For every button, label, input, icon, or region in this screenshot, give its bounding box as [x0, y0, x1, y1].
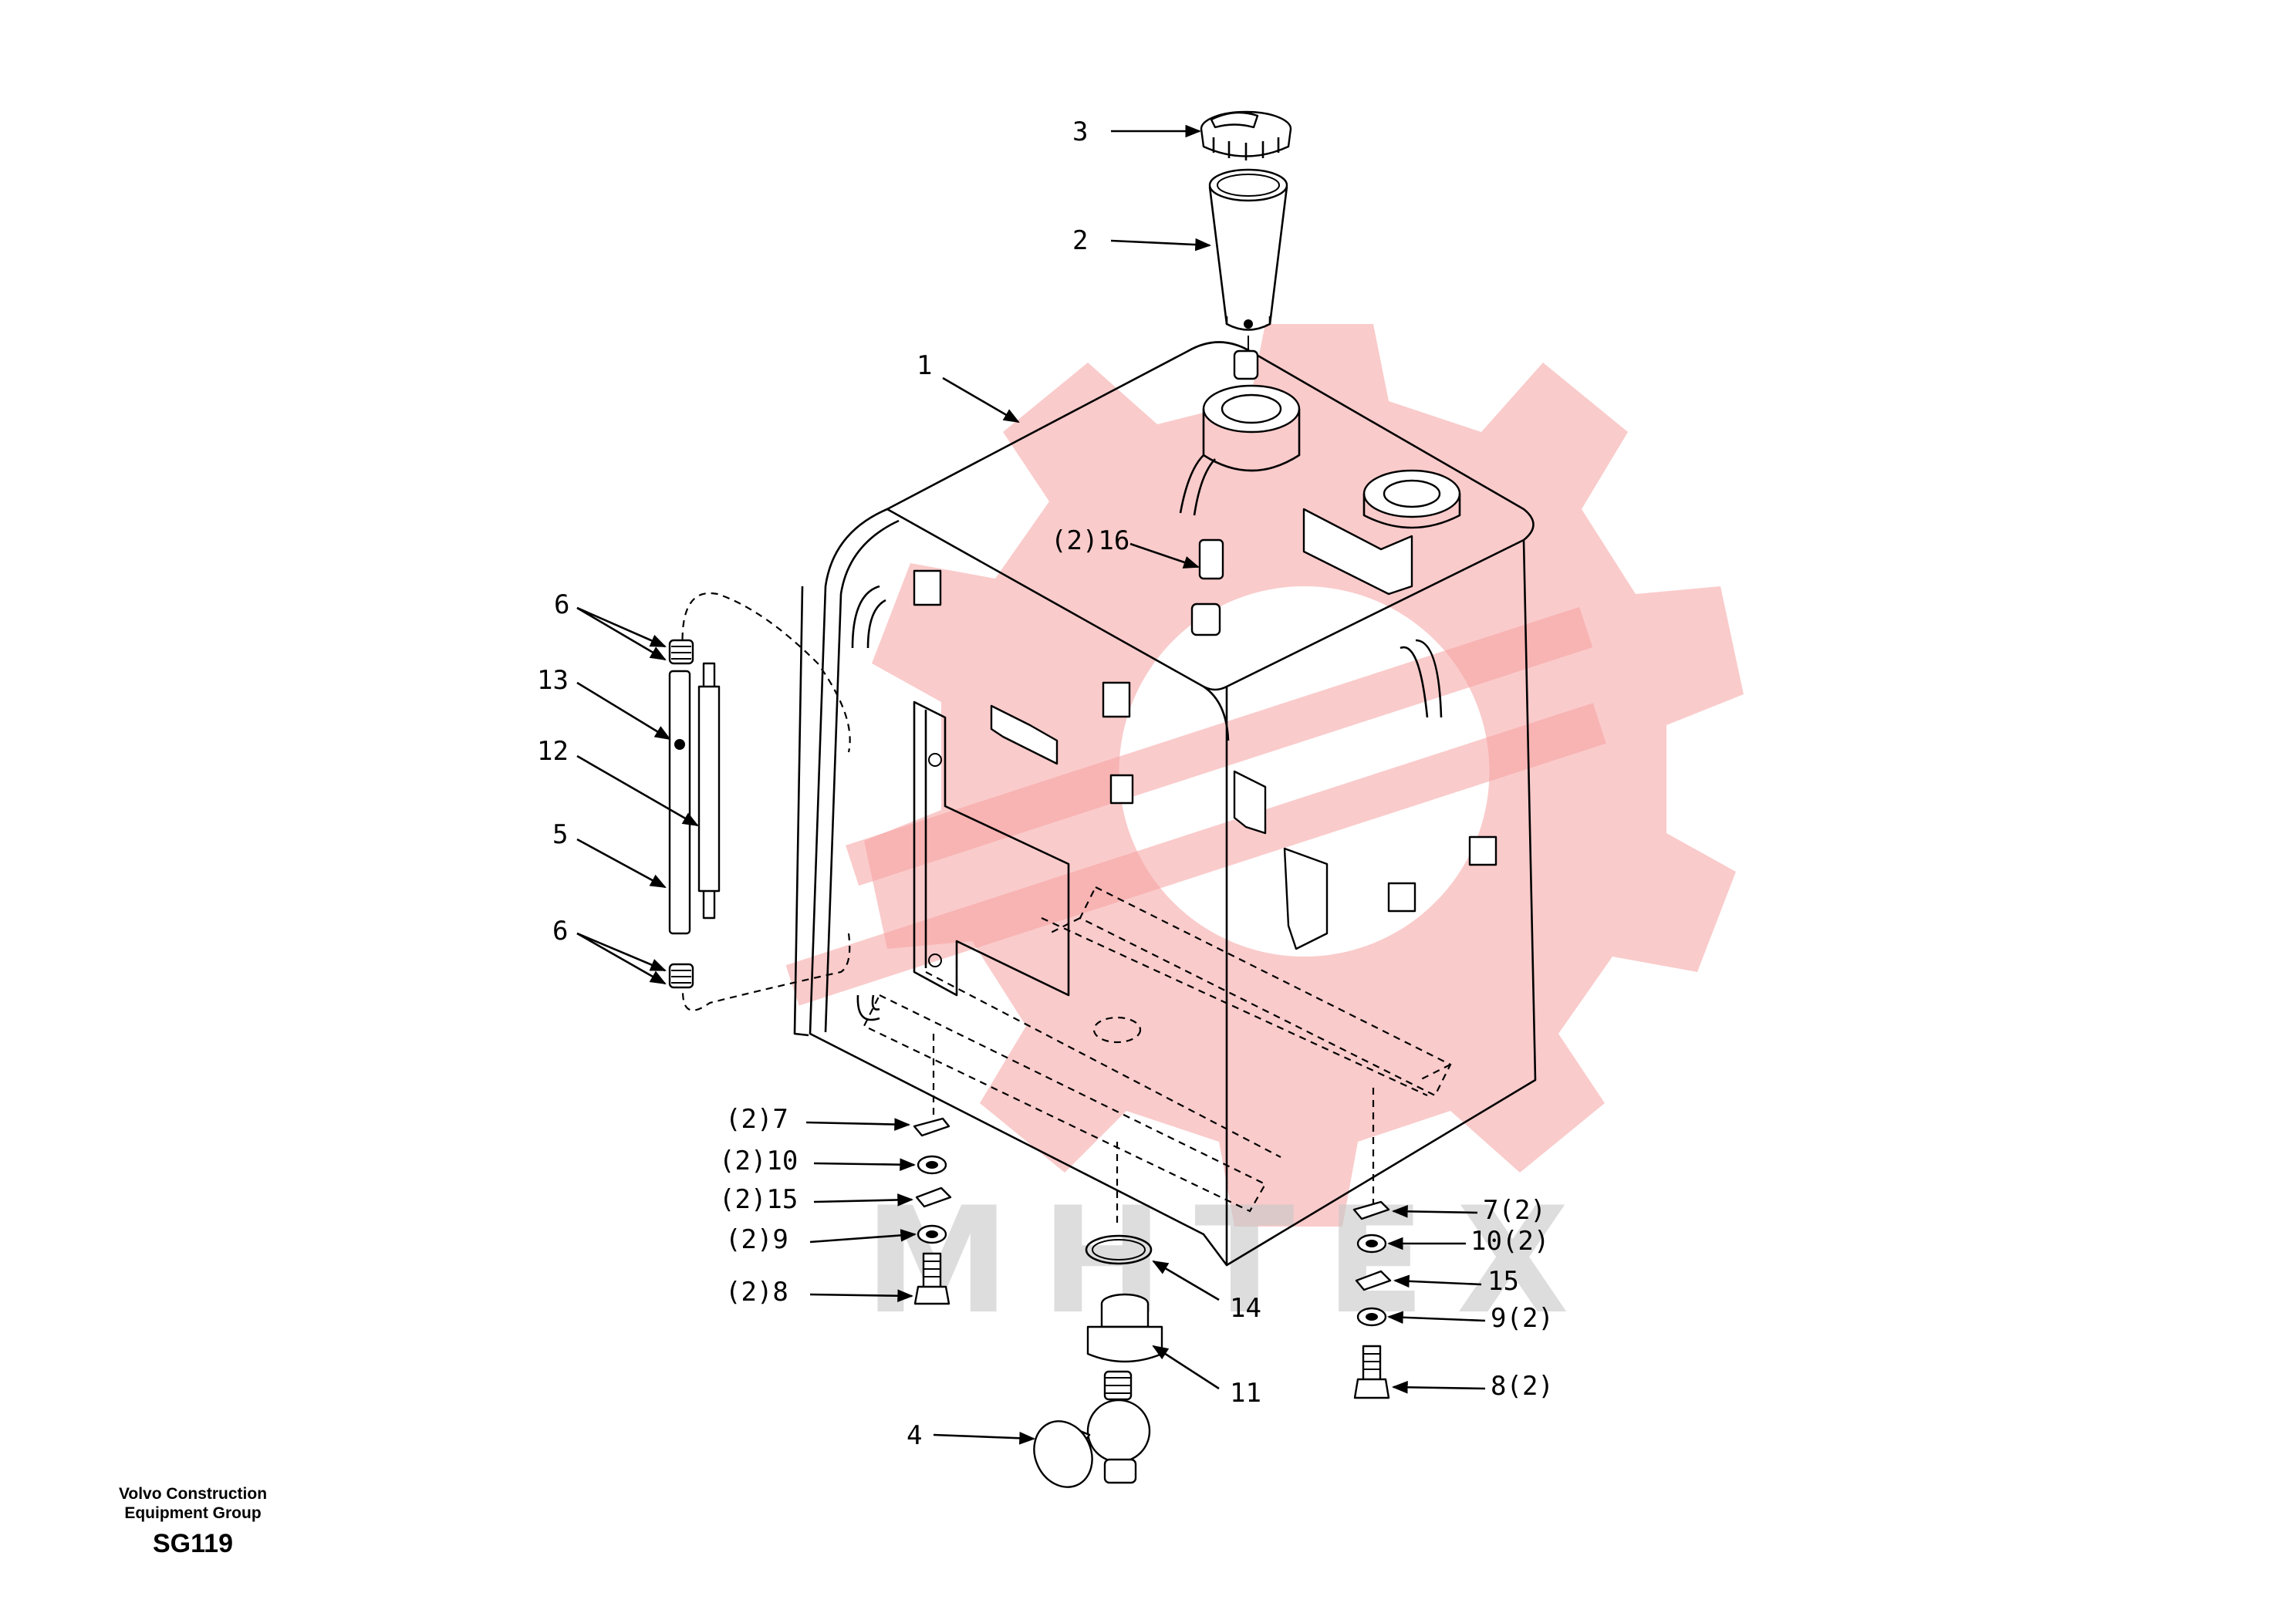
right-fasteners — [1352, 1200, 1392, 1399]
company-line-2: Equipment Group — [124, 1504, 261, 1522]
callout-labels: 3 2 1 (2)16 6 13 12 5 6 (2)7 (2)10 (2)15… — [537, 116, 1554, 1451]
callout-8-right: 8(2) — [1491, 1371, 1554, 1402]
callout-10-left: (2)10 — [719, 1146, 798, 1176]
watermark-text: MHTEX — [864, 1176, 1600, 1346]
callout-15-left: (2)15 — [719, 1184, 798, 1215]
callout-9-right: 9(2) — [1491, 1303, 1554, 1334]
footer: Volvo Construction Equipment Group SG119 — [119, 1485, 267, 1558]
left-fasteners — [913, 1117, 952, 1305]
callout-10-right: 10(2) — [1470, 1226, 1549, 1257]
drawing-code: SG119 — [153, 1529, 233, 1558]
hydraulic-tank — [681, 341, 1537, 1267]
callout-6-top: 6 — [554, 589, 569, 620]
callout-11: 11 — [1230, 1378, 1261, 1409]
level-gauge — [668, 639, 721, 989]
drain-assembly — [1033, 1234, 1163, 1488]
callout-7-left: (2)7 — [725, 1104, 788, 1135]
company-line-1: Volvo Construction — [119, 1485, 267, 1503]
callout-7-right: 7(2) — [1483, 1195, 1546, 1226]
callout-14: 14 — [1230, 1293, 1261, 1324]
callout-3: 3 — [1072, 116, 1088, 147]
callout-12: 12 — [537, 736, 569, 767]
callout-1: 1 — [917, 350, 932, 381]
callout-2: 2 — [1072, 225, 1088, 256]
callout-13: 13 — [537, 665, 569, 696]
callout-9-left: (2)9 — [725, 1224, 788, 1255]
callout-8-left: (2)8 — [725, 1277, 788, 1308]
callout-4: 4 — [907, 1420, 922, 1451]
callout-16: (2)16 — [1051, 525, 1129, 556]
callout-6-bottom: 6 — [552, 916, 568, 947]
filler-strainer — [1208, 168, 1288, 351]
watermark-logo — [785, 324, 1744, 1227]
callout-15-right: 15 — [1487, 1266, 1519, 1297]
breather-cap — [1200, 110, 1292, 160]
callout-5: 5 — [552, 819, 568, 850]
leader-lines — [576, 124, 1486, 1445]
